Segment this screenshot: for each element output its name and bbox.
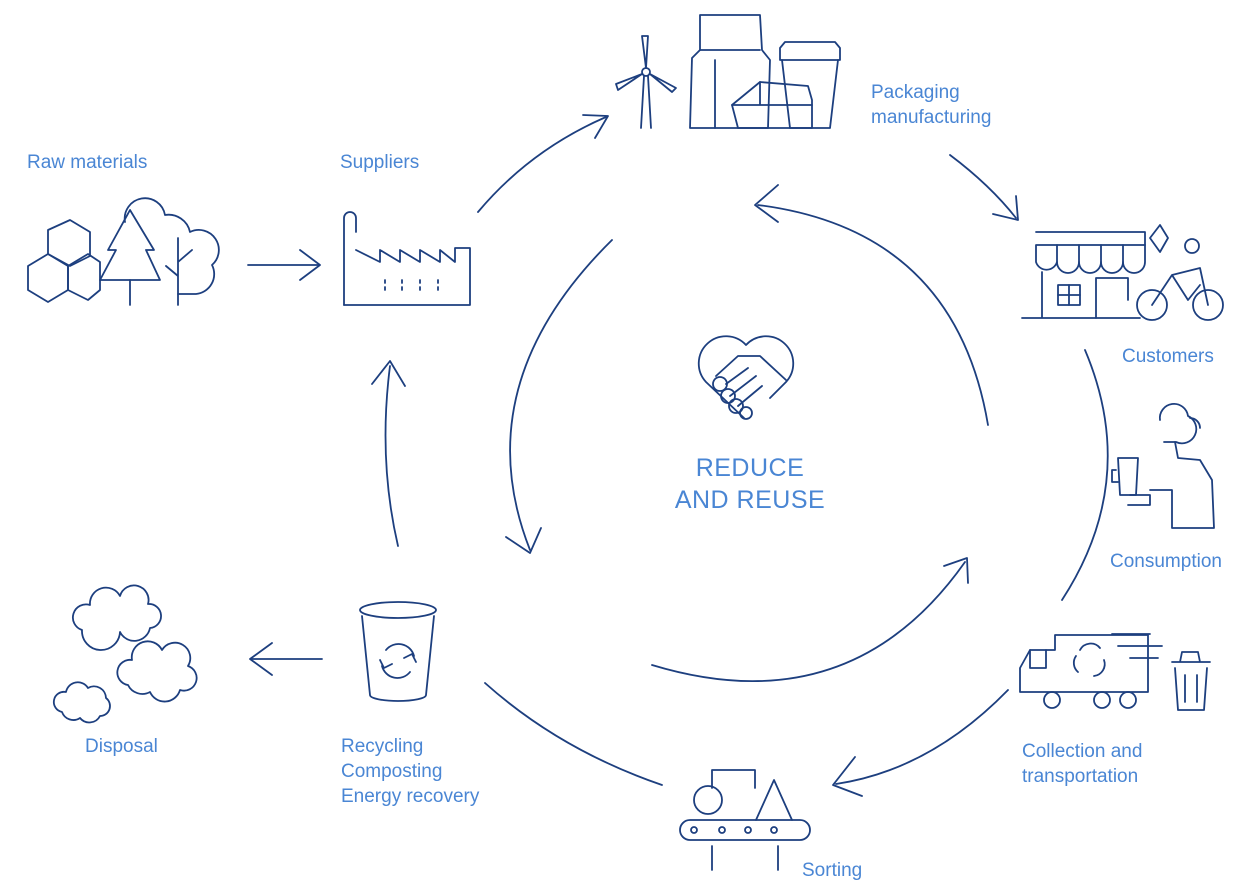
truck-bin-icon [1019, 633, 1211, 711]
inner-arc-left [505, 239, 613, 554]
arrow-recycling-to-suppliers [371, 360, 406, 547]
hexagons-trees-icon [27, 197, 220, 306]
label-disposal: Disposal [85, 736, 158, 757]
center-title-line2: AND REUSE [674, 486, 826, 514]
arc-customers-to-collection [1061, 349, 1109, 601]
conveyor-belt-icon [679, 769, 811, 871]
label-collection-transportation: Collection and transportation [1022, 741, 1143, 787]
wind-turbine-packaging-icon [615, 14, 841, 129]
label-consumption: Consumption [1110, 551, 1222, 572]
label-recycling-composting-energy: Recycling Composting Energy recovery [341, 736, 480, 807]
inner-arc-top [754, 184, 989, 426]
label-suppliers: Suppliers [340, 152, 420, 173]
arrow-collection-to-sorting [832, 689, 1009, 797]
arrow-raw-to-suppliers [247, 249, 321, 281]
inner-arc-bottom [651, 557, 969, 682]
label-customers: Customers [1122, 346, 1214, 367]
flow-arrows [247, 114, 1109, 797]
shop-courier-icon [1021, 224, 1224, 321]
label-raw-materials: Raw materials [27, 152, 148, 173]
arrow-suppliers-to-packaging [477, 114, 609, 213]
recycling-bin-icon [359, 601, 437, 702]
arc-sorting-to-recycling [484, 682, 663, 786]
clouds-icon [52, 584, 198, 724]
label-sorting: Sorting [802, 860, 863, 881]
handshake-heart-icon [697, 335, 795, 420]
center-title: REDUCE AND REUSE [600, 452, 900, 516]
arrow-recycling-to-disposal [249, 642, 323, 676]
person-with-cup-icon [1111, 402, 1215, 529]
factory-icon [343, 211, 471, 306]
center-title-line1: REDUCE [695, 454, 805, 482]
arrow-packaging-to-customers [949, 154, 1019, 221]
label-packaging-manufacturing: Packaging manufacturing [871, 82, 992, 128]
